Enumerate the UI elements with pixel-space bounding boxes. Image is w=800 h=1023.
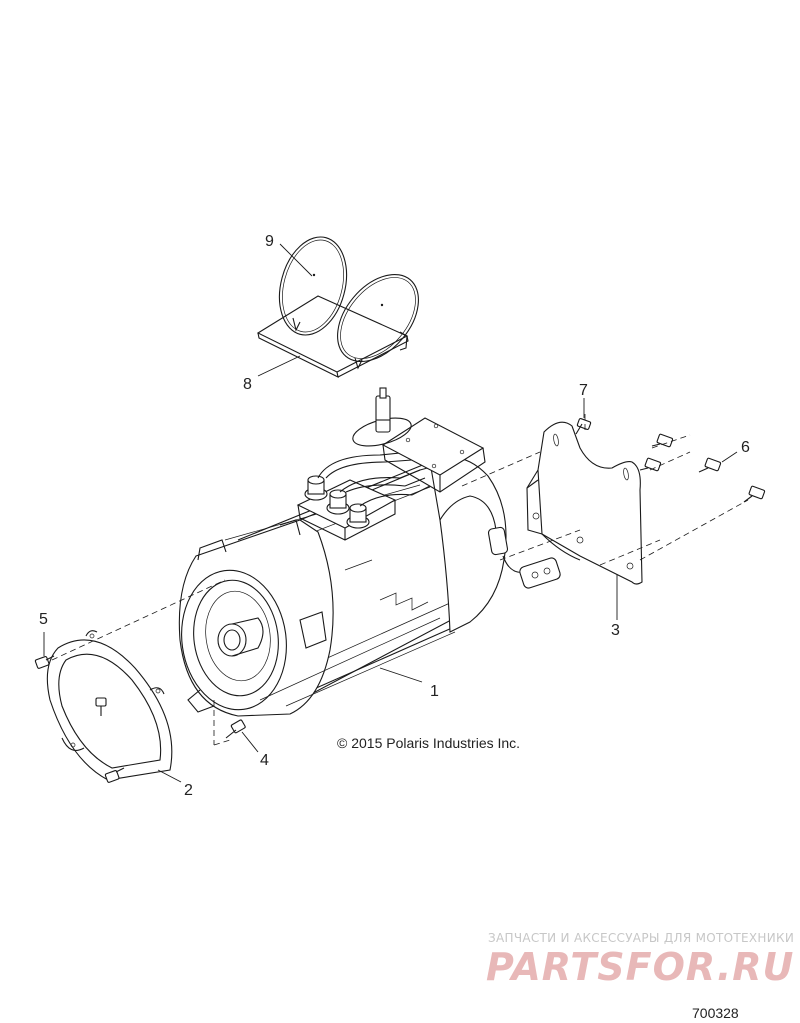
leader-lines bbox=[43, 243, 738, 783]
callout-labels: 1 2 3 4 5 6 7 8 9 bbox=[39, 233, 750, 799]
callout-9: 9 bbox=[265, 233, 274, 250]
part-6-bolts bbox=[639, 433, 766, 503]
part-8-bracket-plate bbox=[256, 295, 409, 378]
callout-2: 2 bbox=[184, 782, 193, 799]
callout-6: 6 bbox=[741, 439, 750, 456]
callout-3: 3 bbox=[611, 622, 620, 639]
part-9-clamp-rings bbox=[278, 236, 419, 370]
part-3-mounting-bracket bbox=[526, 421, 643, 585]
callout-1: 1 bbox=[430, 683, 439, 700]
part-1-motor bbox=[178, 456, 561, 717]
figure-number: 700328 bbox=[692, 1005, 739, 1021]
watermark-tagline: ЗАПЧАСТИ И АКСЕССУАРЫ ДЛЯ МОТОТЕХНИКИ bbox=[488, 931, 794, 945]
watermark-brand: PARTSFOR.RU bbox=[486, 945, 794, 989]
speed-sensor bbox=[352, 387, 412, 447]
part-4-bolt bbox=[225, 719, 246, 739]
part-2-end-cover bbox=[46, 630, 173, 781]
motor-terminal-block bbox=[296, 451, 431, 541]
part-7-bolt bbox=[575, 418, 592, 435]
part-5-bolts bbox=[34, 655, 125, 783]
callout-8: 8 bbox=[243, 376, 252, 393]
copyright-notice: © 2015 Polaris Industries Inc. bbox=[337, 735, 520, 751]
callout-4: 4 bbox=[260, 752, 269, 769]
callout-7: 7 bbox=[579, 382, 588, 399]
assembly-lines bbox=[51, 414, 749, 746]
callout-5: 5 bbox=[39, 611, 48, 628]
